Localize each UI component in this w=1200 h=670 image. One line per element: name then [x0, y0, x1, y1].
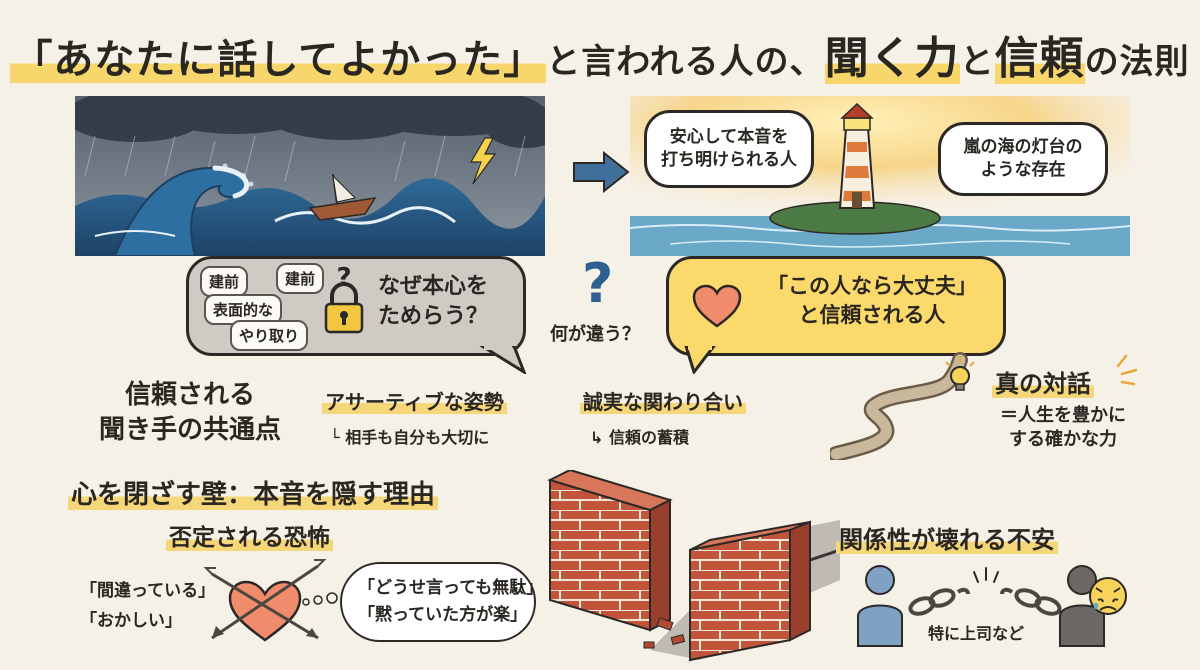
relationship-heading: 関係性が壊れる不安 [836, 520, 1058, 555]
bubble-safe-to-share: 安心して本音を 打ち明けられる人 [644, 110, 814, 188]
hesitation-box-tail [479, 346, 527, 374]
true-dialogue-title-text: 真の対話 [992, 370, 1094, 398]
storm-illustration [65, 86, 565, 257]
fear-heading: 否定される恐怖 [166, 518, 333, 552]
thought-dots-icon [302, 592, 338, 606]
question-mark-icon: ? [582, 252, 614, 315]
what-differs-label: 何が違う？ [550, 324, 640, 345]
quote-wrong: 「間違っている」 [80, 581, 216, 601]
title-trust: 信頼 [994, 33, 1085, 84]
hesitation-question: なぜ本心を ためらう？ [378, 274, 489, 329]
tag-exchange: やり取り [230, 320, 309, 351]
lock-icon: ? [324, 263, 364, 334]
common-points-heading: 信頼される 聞き手の共通点 [98, 380, 281, 446]
trusted-box-tail [684, 346, 716, 374]
title-law: の法則 [1084, 42, 1190, 82]
bubble-presence-text: 嵐の海の灯台の ような存在 [963, 137, 1083, 180]
bubble-safe-text: 安心して本音を 打ち明けられる人 [661, 127, 797, 170]
boat-icon [308, 173, 377, 221]
assertive-title-text: アサーティブな姿勢 [322, 390, 507, 414]
tag-superficial: 表面的な [204, 294, 283, 325]
true-dialogue-title: 真の対話 [992, 364, 1094, 399]
arrow-right-icon [573, 151, 630, 193]
thought-bubble: 「どうせ言っても無駄」 「黙っていた方が楽」 [340, 562, 543, 642]
true-dialogue-sub: ＝人生を豊かに する確かな力 [1000, 405, 1126, 451]
title-mid: と言われる人の、 [546, 42, 825, 82]
svg-text:?: ? [336, 263, 351, 293]
sincere-sub: ↳ 信頼の蓄積 [590, 428, 689, 447]
pierced-heart-icon [203, 559, 327, 642]
storm-scene [65, 86, 565, 257]
trusted-person-text: 「この人なら大丈夫」 と信頼される人 [767, 274, 977, 328]
quote-strange: 「おかしい」 [80, 611, 182, 631]
fear-heading-text: 否定される恐怖 [166, 525, 333, 551]
walls-heading-text: 心を閉ざす壁：本音を隠す理由 [68, 480, 439, 510]
tag-tatemae-1: 建前 [200, 266, 249, 297]
quote-easier-silent: 「黙っていた方が楽」 [358, 605, 528, 625]
relationship-sub: 特に上司など [928, 624, 1025, 643]
lighthouse-icon [838, 102, 876, 209]
sincere-title: 誠実な関わり合い [580, 386, 746, 415]
heart-icon [692, 284, 742, 328]
sparkle-icon [1116, 354, 1138, 386]
tag-tatemae-2: 建前 [276, 263, 325, 294]
sincere-title-text: 誠実な関わり合い [580, 390, 746, 414]
page-title: 「あなたに話してよかった」と言われる人の、聞く力と信頼の法則 [0, 22, 1200, 86]
person-left-icon [857, 565, 903, 647]
walls-heading: 心を閉ざす壁：本音を隠す理由 [68, 474, 439, 511]
bubble-lighthouse-presence: 嵐の海の灯台の ような存在 [938, 122, 1108, 196]
quote-useless: 「どうせ言っても無駄」 [358, 578, 544, 599]
assertive-sub: └ 相手も自分も大切に [330, 428, 490, 447]
person-right-icon [1059, 565, 1105, 647]
worried-face-icon [1089, 577, 1127, 615]
title-listening: 聞く力 [824, 33, 960, 84]
cracked-brick-wall-illustration [547, 470, 840, 662]
title-quote: 「あなたに話してよかった」 [10, 37, 547, 83]
assertive-title: アサーティブな姿勢 [322, 386, 507, 415]
broken-chain-illustration [857, 565, 1127, 647]
lightbulb-icon [945, 356, 975, 391]
title-and: と [959, 42, 995, 82]
relationship-heading-text: 関係性が壊れる不安 [836, 526, 1058, 554]
